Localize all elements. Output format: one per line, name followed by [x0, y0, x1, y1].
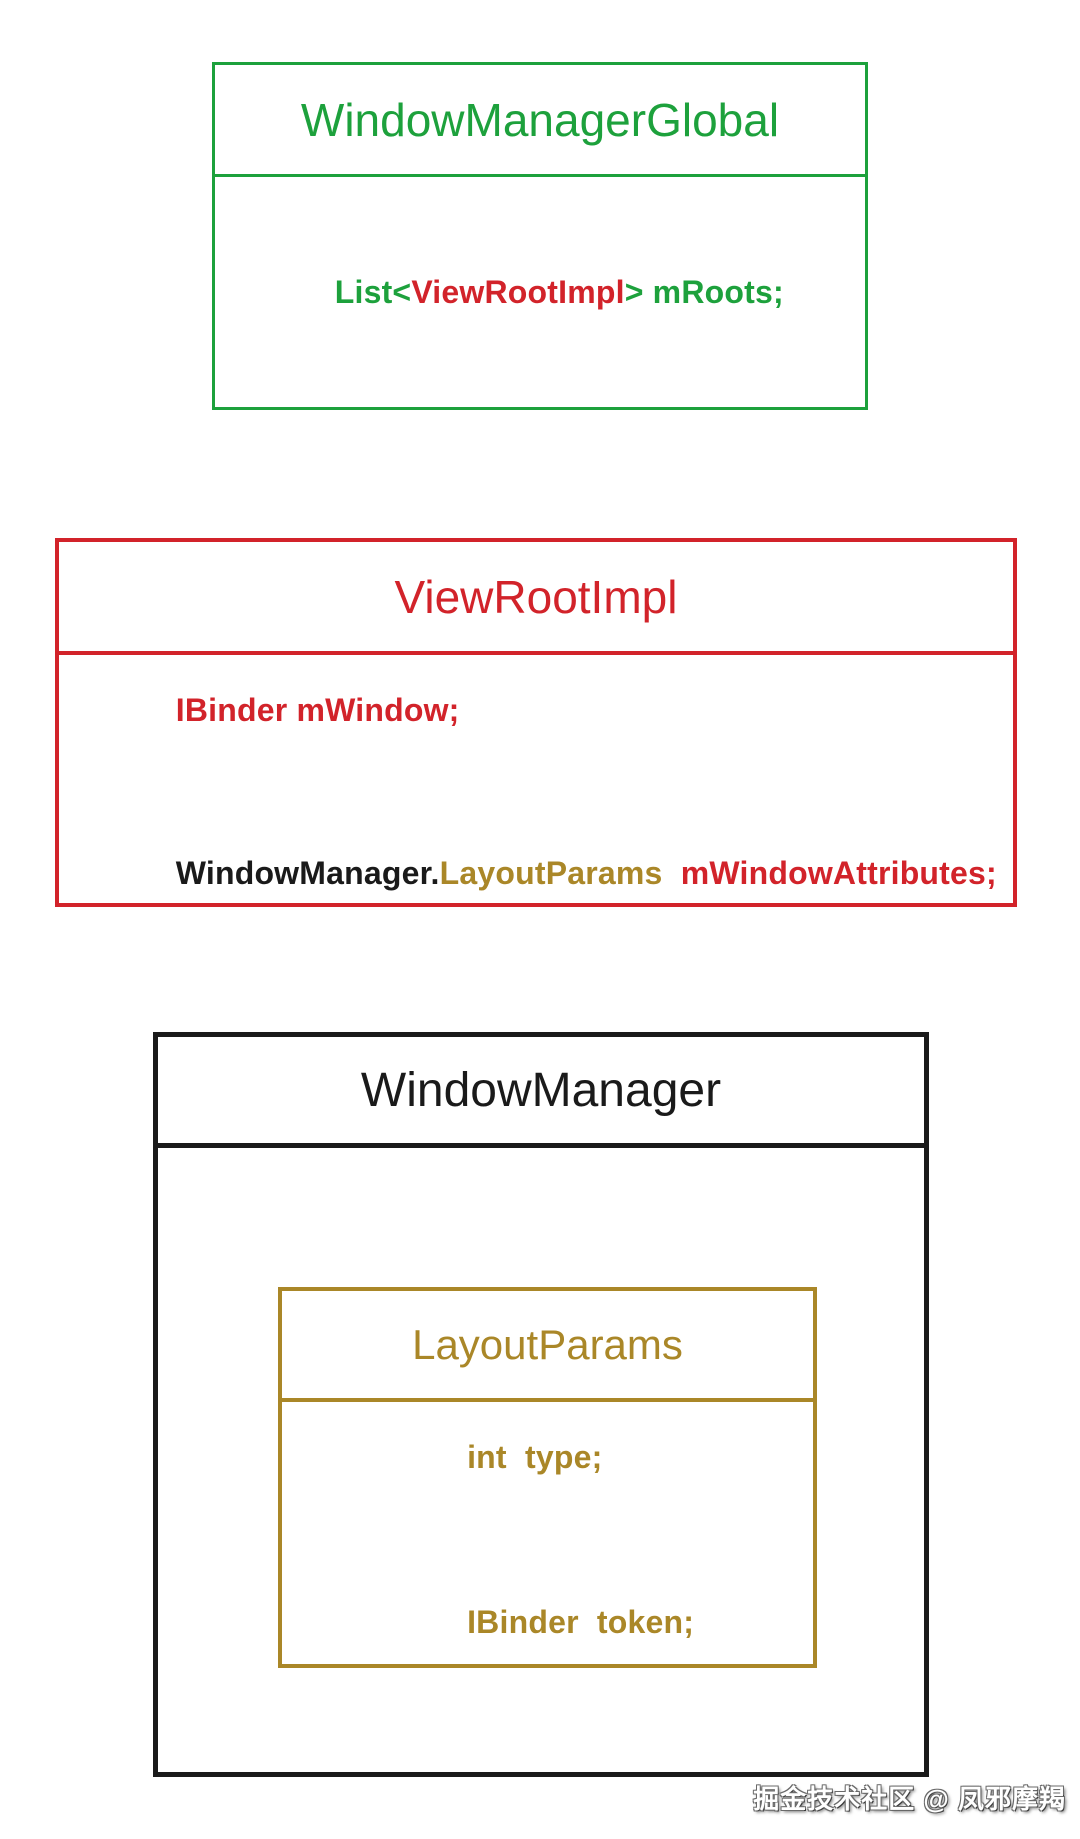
field-type-segment: int type; — [467, 1439, 603, 1475]
class-title-windowmanager: WindowManager — [360, 1063, 722, 1117]
class-body-windowmanagerglobal: List<ViewRootImpl> mRoots; — [215, 177, 865, 407]
class-body-viewrootimpl: IBinder mWindow; WindowManager.LayoutPar… — [59, 655, 1013, 929]
watermark-text: 掘金技术社区 @ 凤邪摩羯 — [753, 1784, 1066, 1814]
class-body-windowmanager: LayoutParams int type; IBinder token; — [158, 1148, 924, 1772]
field-mwindowattributes-segment-windowmanager: WindowManager. — [175, 855, 440, 891]
field-token: IBinder token; — [358, 1567, 813, 1678]
field-mwindowattributes-segment-layoutparams: LayoutParams — [439, 855, 663, 891]
field-mwindow-segment: IBinder mWindow; — [175, 692, 460, 728]
class-box-viewrootimpl: ViewRootImpl IBinder mWindow; WindowMana… — [55, 538, 1017, 907]
class-box-windowmanagerglobal: WindowManagerGlobal List<ViewRootImpl> m… — [212, 62, 868, 410]
class-header-windowmanager: WindowManager — [158, 1037, 924, 1148]
field-mwindowattributes-segment-name: mWindowAttributes; — [662, 855, 997, 891]
class-header-windowmanagerglobal: WindowManagerGlobal — [215, 65, 865, 177]
field-mroots-segment-viewrootimpl: ViewRootImpl — [411, 273, 625, 310]
class-box-layoutparams: LayoutParams int type; IBinder token; — [278, 1287, 817, 1668]
field-mroots-segment-name: > mRoots; — [624, 273, 784, 310]
field-type: int type; — [358, 1402, 813, 1513]
field-mwindowattributes: WindowManager.LayoutParams mWindowAttrib… — [103, 818, 1013, 929]
class-header-viewrootimpl: ViewRootImpl — [59, 542, 1013, 655]
class-title-layoutparams: LayoutParams — [412, 1320, 683, 1368]
class-header-layoutparams: LayoutParams — [282, 1291, 813, 1402]
field-token-segment: IBinder token; — [467, 1604, 695, 1640]
class-box-windowmanager: WindowManager LayoutParams int type; IBi… — [153, 1032, 929, 1777]
class-body-layoutparams: int type; IBinder token; — [282, 1402, 813, 1678]
field-mwindow: IBinder mWindow; — [103, 655, 1013, 766]
class-title-viewrootimpl: ViewRootImpl — [394, 570, 678, 623]
class-title-windowmanagerglobal: WindowManagerGlobal — [300, 93, 780, 146]
field-mroots: List<ViewRootImpl> mRoots; — [262, 237, 865, 348]
field-mroots-segment-list: List< — [334, 273, 412, 310]
